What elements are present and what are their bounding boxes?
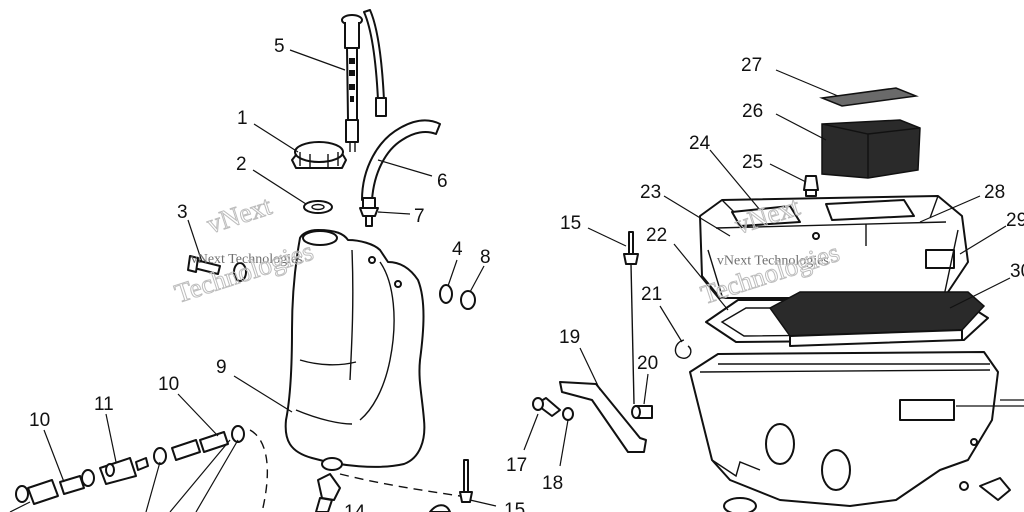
callout-28: 28: [984, 182, 1005, 203]
callout-21: 21: [641, 284, 662, 305]
callout-labels: 1 2 3 4 5 6 7 8 9 10 10 11 14 15 15 17 1…: [29, 36, 1024, 512]
mount-bolt-left: [187, 255, 247, 282]
callout-30: 30: [1010, 261, 1024, 282]
hose-clamp: [674, 339, 692, 359]
callout-20: 20: [637, 353, 658, 374]
fuel-tank: [284, 229, 426, 468]
foam-filter-element: [821, 119, 921, 179]
leader-lines: [9, 49, 1024, 512]
callout-24: 24: [689, 133, 711, 154]
callout-27: 27: [741, 55, 762, 76]
vent-fitting: [359, 197, 379, 227]
cord-end: [375, 97, 387, 117]
callout-2: 2: [236, 154, 247, 175]
callout-15b: 15: [560, 213, 581, 234]
cap-gasket: [303, 200, 333, 214]
callout-18: 18: [542, 473, 563, 494]
callout-26: 26: [742, 101, 763, 122]
fuel-gauge-sender: [341, 14, 363, 152]
fuel-outlet: [315, 457, 343, 512]
callout-7: 7: [414, 206, 425, 227]
callout-22: 22: [646, 225, 667, 246]
callout-3: 3: [177, 202, 188, 223]
cover-fitting: [803, 175, 819, 197]
vent-hose: [361, 119, 441, 201]
callout-25: 25: [742, 152, 763, 173]
watermark-left-company: vNext Technologies: [191, 252, 303, 267]
filter-top-pad: [819, 87, 919, 107]
callout-23: 23: [640, 182, 661, 203]
bracket-bushing: [631, 405, 653, 419]
callout-11: 11: [94, 394, 114, 415]
fuel-cap: [291, 141, 347, 169]
callout-9: 9: [216, 357, 227, 378]
air-box-cover: [699, 195, 969, 299]
bottom-bolt: [429, 459, 473, 512]
callout-19: 19: [559, 327, 580, 348]
fuel-tank-assembly: [15, 9, 476, 512]
bracket-bolt: [532, 397, 574, 421]
grommet-nut: [439, 284, 476, 310]
mount-bracket: [559, 381, 647, 453]
watermark-left-brand: vNext: [203, 190, 275, 239]
callout-10b: 10: [158, 374, 179, 395]
callout-15a: 15: [504, 500, 525, 512]
air-box-base: [689, 351, 1011, 512]
watermark-right-company: vNext Technologies: [717, 253, 829, 268]
vent-cord: [363, 9, 385, 101]
air-filter-element: [768, 291, 986, 347]
callout-8: 8: [480, 247, 491, 268]
callout-4: 4: [452, 239, 463, 260]
callout-14: 14: [344, 502, 366, 512]
callout-10a: 10: [29, 410, 50, 431]
long-bolt: [623, 231, 639, 405]
fuel-line-assembly: [15, 425, 245, 505]
callout-5: 5: [274, 36, 285, 57]
callout-6: 6: [437, 171, 448, 192]
air-box-assembly: [532, 87, 1011, 512]
callout-29: 29: [1006, 210, 1024, 231]
callout-17: 17: [506, 455, 527, 476]
callout-1: 1: [237, 108, 248, 129]
